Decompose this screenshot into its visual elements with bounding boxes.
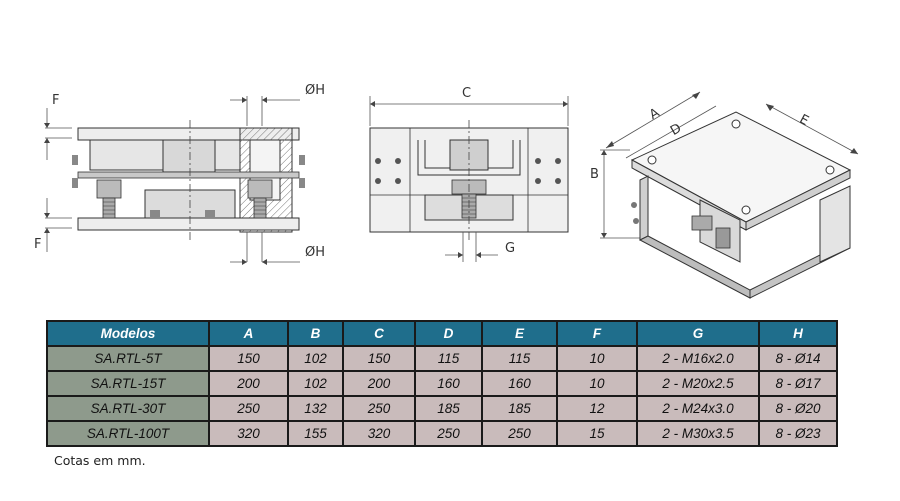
dim-label-e: E — [797, 112, 811, 129]
cell-a: 150 — [208, 345, 289, 372]
dim-label-h-bottom: ØH — [305, 245, 325, 260]
cell-f: 12 — [556, 395, 638, 422]
cell-model: SA.RTL-30T — [46, 395, 210, 422]
dim-label-c: C — [462, 86, 471, 101]
dim-label-f-top: F — [52, 93, 59, 108]
header-f: F — [556, 320, 638, 347]
table-row: SA.RTL-15T 200 102 200 160 160 10 2 - M2… — [46, 370, 838, 397]
table-row: SA.RTL-100T 320 155 320 250 250 15 2 - M… — [46, 420, 838, 447]
isometric-view: A D E B — [590, 91, 859, 299]
cell-a: 320 — [208, 420, 289, 447]
cell-f: 10 — [556, 345, 638, 372]
cell-h: 8 - Ø14 — [758, 345, 838, 372]
front-view: C G — [369, 86, 569, 262]
cell-d: 160 — [414, 370, 483, 397]
cell-f: 15 — [556, 420, 638, 447]
table-row: SA.RTL-30T 250 132 250 185 185 12 2 - M2… — [46, 395, 838, 422]
cell-c: 320 — [342, 420, 416, 447]
header-g: G — [636, 320, 760, 347]
cell-d: 250 — [414, 420, 483, 447]
header-c: C — [342, 320, 416, 347]
cell-d: 115 — [414, 345, 483, 372]
cell-b: 102 — [287, 345, 344, 372]
cell-a: 250 — [208, 395, 289, 422]
cell-c: 250 — [342, 395, 416, 422]
cell-g: 2 - M16x2.0 — [636, 345, 760, 372]
cell-h: 8 - Ø17 — [758, 370, 838, 397]
units-note: Cotas em mm. — [54, 453, 146, 468]
table-header-row: Modelos A B C D E F G H — [46, 320, 838, 347]
header-e: E — [481, 320, 558, 347]
cell-f: 10 — [556, 370, 638, 397]
cell-e: 160 — [481, 370, 558, 397]
technical-drawing: F F — [34, 83, 859, 299]
cell-model: SA.RTL-100T — [46, 420, 210, 447]
cell-model: SA.RTL-15T — [46, 370, 210, 397]
cell-h: 8 - Ø23 — [758, 420, 838, 447]
cell-g: 2 - M30x3.5 — [636, 420, 760, 447]
cell-model: SA.RTL-5T — [46, 345, 210, 372]
cell-g: 2 - M24x3.0 — [636, 395, 760, 422]
cell-b: 155 — [287, 420, 344, 447]
dim-label-h-top: ØH — [305, 83, 325, 98]
table-row: SA.RTL-5T 150 102 150 115 115 10 2 - M16… — [46, 345, 838, 372]
specifications-table: Modelos A B C D E F G H SA.RTL-5T 150 10… — [46, 320, 838, 447]
dim-label-b: B — [590, 167, 599, 182]
cell-e: 115 — [481, 345, 558, 372]
dim-label-f-bottom: F — [34, 237, 41, 252]
cell-d: 185 — [414, 395, 483, 422]
dim-label-a: A — [647, 105, 662, 122]
header-d: D — [414, 320, 483, 347]
dim-label-g: G — [505, 241, 515, 256]
cell-h: 8 - Ø20 — [758, 395, 838, 422]
dim-label-d: D — [668, 121, 684, 139]
header-h: H — [758, 320, 838, 347]
side-section-view: F F — [34, 83, 325, 265]
cell-b: 102 — [287, 370, 344, 397]
header-modelos: Modelos — [46, 320, 210, 347]
cell-e: 185 — [481, 395, 558, 422]
cell-e: 250 — [481, 420, 558, 447]
header-b: B — [287, 320, 344, 347]
header-a: A — [208, 320, 289, 347]
cell-c: 200 — [342, 370, 416, 397]
cell-c: 150 — [342, 345, 416, 372]
cell-a: 200 — [208, 370, 289, 397]
cell-b: 132 — [287, 395, 344, 422]
cell-g: 2 - M20x2.5 — [636, 370, 760, 397]
